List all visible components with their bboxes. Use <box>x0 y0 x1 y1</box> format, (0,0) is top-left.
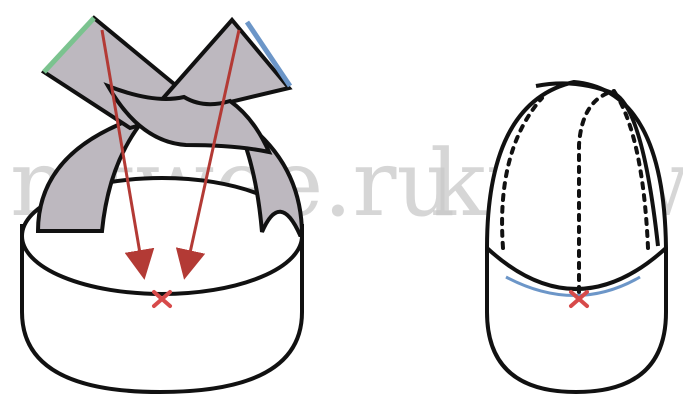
left-figure <box>22 18 302 392</box>
right-figure <box>487 82 666 392</box>
